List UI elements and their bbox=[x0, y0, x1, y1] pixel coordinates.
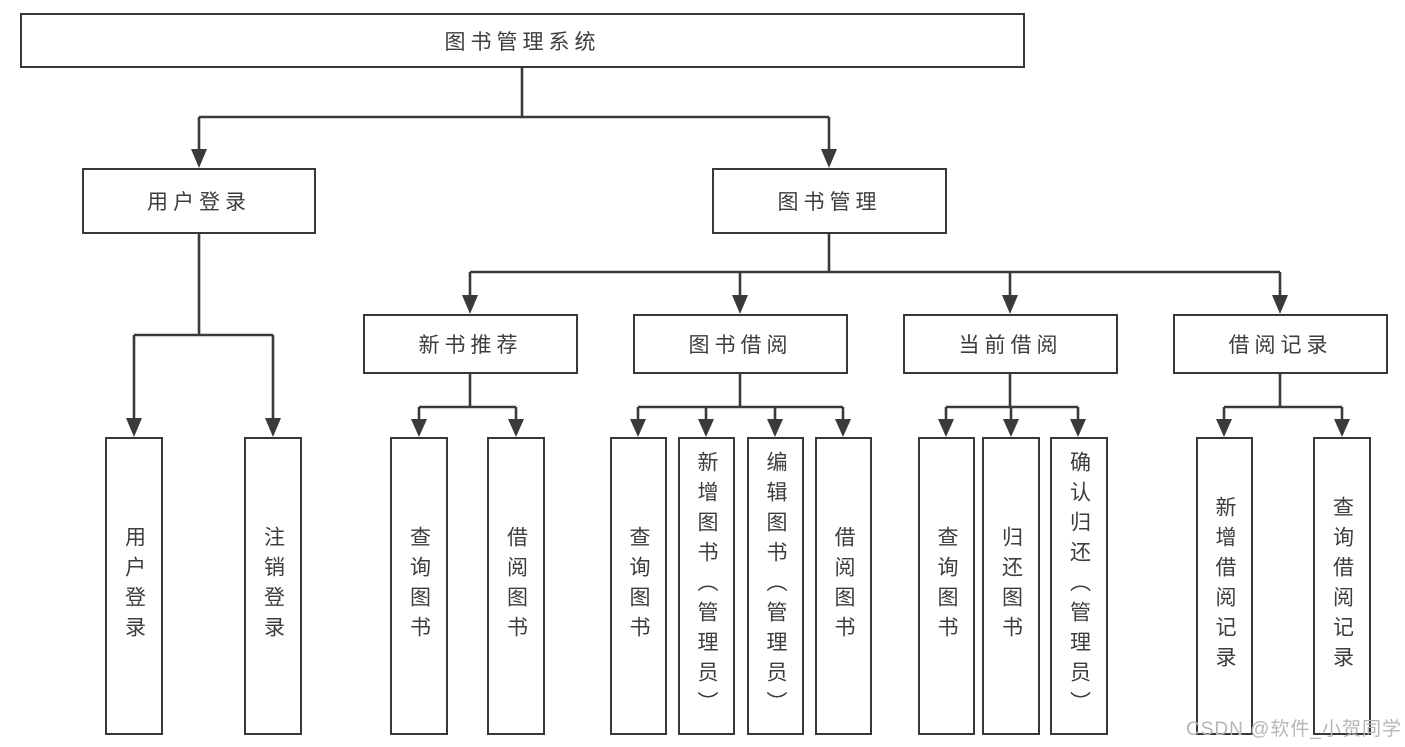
leaf-edit-book-admin: 编辑图书（管理员） bbox=[747, 437, 804, 735]
node-borrowing-records: 借阅记录 bbox=[1173, 314, 1388, 374]
csdn-watermark: CSDN @软件_小贺同学 bbox=[1186, 719, 1402, 740]
node-new-book-recommendation: 新书推荐 bbox=[363, 314, 578, 374]
leaf-add-borrow-record: 新增借阅记录 bbox=[1196, 437, 1253, 735]
node-book-borrowing: 图书借阅 bbox=[633, 314, 848, 374]
node-user-login: 用户登录 bbox=[82, 168, 316, 234]
leaf-user-login: 用户登录 bbox=[105, 437, 163, 735]
leaf-query-books-borrow: 查询图书 bbox=[610, 437, 667, 735]
leaf-return-book: 归还图书 bbox=[982, 437, 1040, 735]
leaf-logout: 注销登录 bbox=[244, 437, 302, 735]
node-library-management-system: 图书管理系统 bbox=[20, 13, 1025, 68]
leaf-query-books-recommend: 查询图书 bbox=[390, 437, 448, 735]
node-current-borrowing: 当前借阅 bbox=[903, 314, 1118, 374]
leaf-add-book-admin: 新增图书（管理员） bbox=[678, 437, 735, 735]
leaf-borrow-books: 借阅图书 bbox=[815, 437, 872, 735]
leaf-query-books-current: 查询图书 bbox=[918, 437, 975, 735]
node-book-management: 图书管理 bbox=[712, 168, 947, 234]
leaf-confirm-return-admin: 确认归还（管理员） bbox=[1050, 437, 1108, 735]
leaf-query-borrow-record: 查询借阅记录 bbox=[1313, 437, 1371, 735]
leaf-borrow-books-recommend: 借阅图书 bbox=[487, 437, 545, 735]
